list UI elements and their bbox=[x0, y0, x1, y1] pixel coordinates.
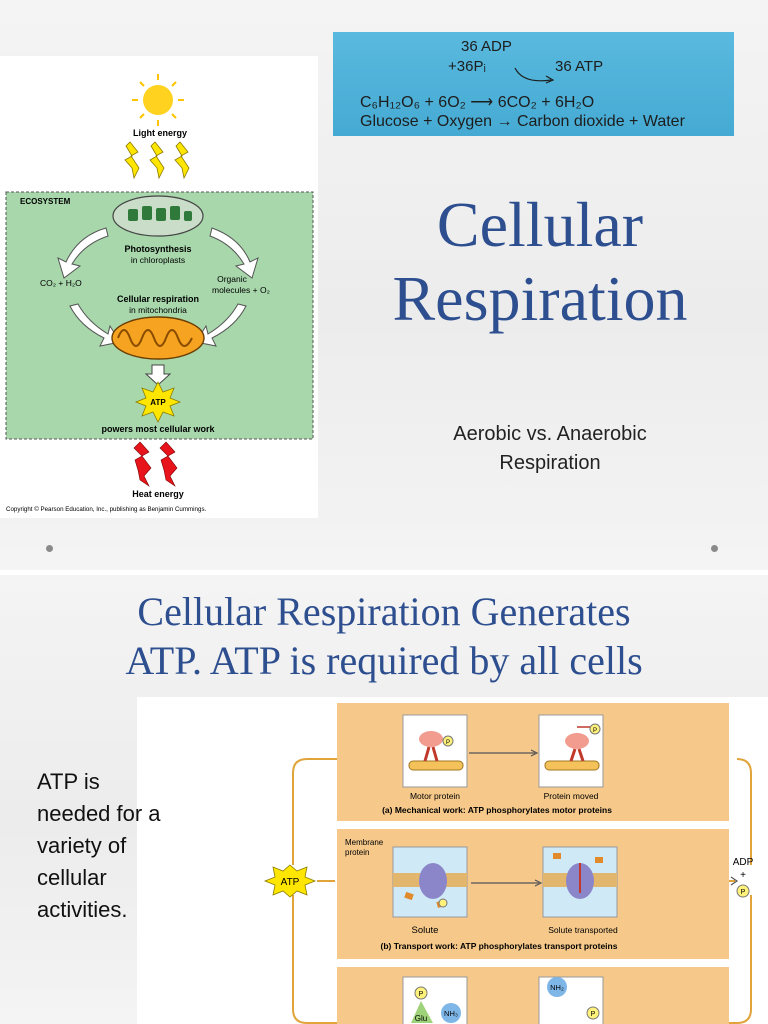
down-arrow-icon bbox=[144, 364, 172, 386]
chloroplast-icon bbox=[112, 195, 204, 237]
p-label: P bbox=[419, 991, 424, 998]
heat-energy-label: Heat energy bbox=[132, 489, 184, 499]
equation-adp: 36 ADP bbox=[461, 38, 512, 55]
slide-title: Cellular Respiration bbox=[330, 188, 750, 336]
side-text: ATP is needed for a variety of cellular … bbox=[37, 766, 217, 926]
slide-2-title-line-2: ATP. ATP is required by all cells bbox=[125, 638, 643, 683]
light-energy-label: Light energy bbox=[133, 128, 187, 138]
molecules-o2-label: molecules + O₂ bbox=[212, 285, 270, 295]
atp-label: ATP bbox=[150, 398, 166, 407]
light-bolts-icon bbox=[124, 141, 190, 180]
membrane-label: Membrane bbox=[345, 838, 384, 847]
nh2-icon bbox=[547, 977, 567, 997]
side-text-line: ATP is bbox=[37, 769, 100, 794]
in-chloroplasts-label: in chloroplasts bbox=[131, 255, 185, 265]
ecosystem-label: ECOSYSTEM bbox=[20, 197, 71, 206]
slide-2-title-line-1: Cellular Respiration Generates bbox=[137, 589, 631, 634]
caption-a: (a) Mechanical work: ATP phosphorylates … bbox=[382, 805, 612, 815]
solute-label: Solute bbox=[412, 925, 439, 936]
sun-icon bbox=[132, 74, 184, 126]
atp-work-diagram: P P Motor protein Protein moved (a) Mech… bbox=[263, 703, 754, 1024]
side-text-line: cellular bbox=[37, 865, 107, 890]
p-label: P bbox=[591, 1011, 596, 1018]
equation-atp: 36 ATP bbox=[555, 58, 604, 75]
p-label: P bbox=[446, 740, 450, 746]
organic-label: Organic bbox=[217, 274, 248, 284]
panel-mechanical bbox=[337, 703, 729, 821]
panel-chemical bbox=[337, 967, 729, 1024]
atp-starburst-icon bbox=[134, 381, 182, 423]
loop-lines bbox=[292, 758, 752, 1024]
solute-transported-icon bbox=[543, 853, 617, 899]
plus-sign: + bbox=[740, 870, 746, 881]
glu-box bbox=[402, 976, 468, 1024]
slide-2-title: Cellular Respiration Generates ATP. ATP … bbox=[0, 587, 768, 685]
phosphate-icon bbox=[736, 884, 750, 898]
adp-label: ADP bbox=[733, 857, 754, 868]
heat-bolts-icon bbox=[133, 441, 178, 487]
motor-protein-icon bbox=[408, 731, 464, 771]
equation-words: Glucose + Oxygen → Carbon dioxide + Wate… bbox=[360, 113, 685, 130]
slide-1: 36 ADP +36Pᵢ 36 ATP C₆H₁₂O₆ + 6O₂ ⟶ 6CO₂… bbox=[0, 0, 768, 570]
equation-pi: +36Pᵢ bbox=[448, 58, 486, 75]
nh2-label: NH₂ bbox=[550, 983, 564, 992]
co2-h2o-label: CO₂ + H₂O bbox=[40, 278, 82, 288]
equation-formula: C₆H₁₂O₆ + 6O₂ ⟶ 6CO₂ + 6H₂O bbox=[360, 94, 595, 111]
equation-panel: 36 ADP +36Pᵢ 36 ATP C₆H₁₂O₆ + 6O₂ ⟶ 6CO₂… bbox=[333, 32, 734, 136]
protein-moved-icon bbox=[544, 723, 601, 771]
phosphate-icon bbox=[414, 986, 428, 1000]
powers-work-label: powers most cellular work bbox=[101, 424, 215, 434]
photosynthesis-label: Photosynthesis bbox=[124, 244, 191, 254]
title-line-1: Cellular bbox=[436, 189, 644, 260]
protein-label: protein bbox=[345, 848, 369, 857]
side-text-line: activities. bbox=[37, 897, 128, 922]
p-label: P bbox=[741, 889, 746, 896]
slide-2: Cellular Respiration Generates ATP. ATP … bbox=[0, 575, 768, 1024]
phosphate-icon bbox=[586, 1006, 600, 1020]
subtitle-line-1: Aerobic vs. Anaerobic bbox=[453, 423, 647, 445]
side-text-line: variety of bbox=[37, 833, 127, 858]
protein-moved-label: Protein moved bbox=[544, 791, 599, 801]
atp-label: ATP bbox=[281, 877, 300, 888]
p-label: P bbox=[593, 728, 597, 734]
slide-subtitle: Aerobic vs. Anaerobic Respiration bbox=[390, 420, 710, 478]
energy-flow-diagram: Light energy ECOSYSTEM Photosynthesis i bbox=[5, 74, 314, 513]
nh3-icon bbox=[441, 1003, 461, 1023]
cellular-respiration-label: Cellular respiration bbox=[117, 294, 199, 304]
title-line-2: Respiration bbox=[392, 263, 688, 334]
glu-label: Glu bbox=[415, 1014, 427, 1023]
atp-starburst-icon bbox=[263, 864, 317, 898]
in-mitochondria-label: in mitochondria bbox=[129, 305, 187, 315]
solute-transported-label: Solute transported bbox=[548, 925, 618, 935]
atp-work-figure: P P Motor protein Protein moved (a) Mech… bbox=[137, 697, 768, 1024]
membrane-protein-icon bbox=[393, 863, 467, 908]
motor-protein-label: Motor protein bbox=[410, 791, 460, 801]
glu-shape bbox=[411, 1001, 433, 1023]
slide-bullet-dot bbox=[711, 545, 718, 552]
caption-b: (b) Transport work: ATP phosphorylates t… bbox=[381, 941, 618, 951]
nh3-label: NH₃ bbox=[444, 1009, 458, 1018]
side-text-line: needed for a bbox=[37, 801, 161, 826]
copyright-text: Copyright © Pearson Education, Inc., pub… bbox=[6, 506, 207, 513]
subtitle-line-2: Respiration bbox=[499, 452, 601, 474]
equation-curved-arrow bbox=[514, 67, 555, 84]
mitochondrion-icon bbox=[111, 316, 205, 360]
slide-bullet-dot bbox=[46, 545, 53, 552]
energy-flow-figure: Light energy ECOSYSTEM Photosynthesis i bbox=[0, 56, 318, 518]
